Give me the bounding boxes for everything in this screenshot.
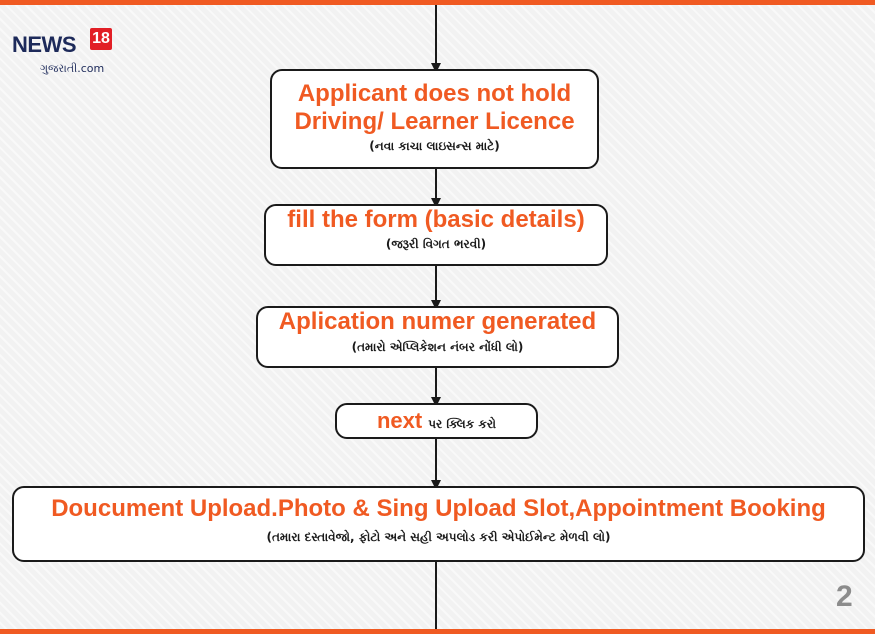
page-number: 2: [836, 580, 853, 613]
step-box-no-licence: Applicant does not hold Driving/ Learner…: [270, 69, 599, 169]
step-box-application-number: Aplication numer generated (તમારો એપ્લિક…: [256, 306, 619, 368]
step-5-note: (તમારા દસ્તાવેજો, ફોટો અને સહી અપલોડ કરી…: [266, 530, 611, 544]
top-accent-bar: [0, 0, 875, 5]
step-2-note: (જરૂરી વિગત ભરવી): [385, 237, 487, 251]
step-3-note: (તમારો એપ્લિકેશન નંબર નોંધી લો): [351, 340, 524, 354]
step-box-fill-form: fill the form (basic details) (જરૂરી વિગ…: [264, 204, 608, 266]
logo-brand-text: NEWS: [12, 32, 77, 57]
news18-logo: NEWS 18 ગુજરાતી.com: [12, 28, 122, 80]
step-3-title: Aplication numer generated: [278, 308, 597, 335]
step-1-title-line-1: Applicant does not hold: [297, 80, 572, 107]
step-1-note: (નવા કાચા લાઇસન્સ માટે): [369, 139, 500, 153]
step-1-title-line-2: Driving/ Learner Licence: [294, 108, 575, 135]
step-4-title: next: [376, 408, 423, 433]
step-4-note: પર ક્લિક કરો: [428, 417, 497, 431]
step-5-title: Doucument Upload.Photo & Sing Upload Slo…: [51, 495, 826, 522]
bottom-accent-bar: [0, 629, 875, 634]
logo-number-badge: 18: [90, 28, 112, 50]
step-box-next: next પર ક્લિક કરો: [335, 403, 538, 439]
step-box-document-upload: Doucument Upload.Photo & Sing Upload Slo…: [12, 486, 865, 562]
logo-subtitle: ગુજરાતી.com: [40, 62, 105, 75]
step-2-title: fill the form (basic details): [287, 206, 585, 233]
